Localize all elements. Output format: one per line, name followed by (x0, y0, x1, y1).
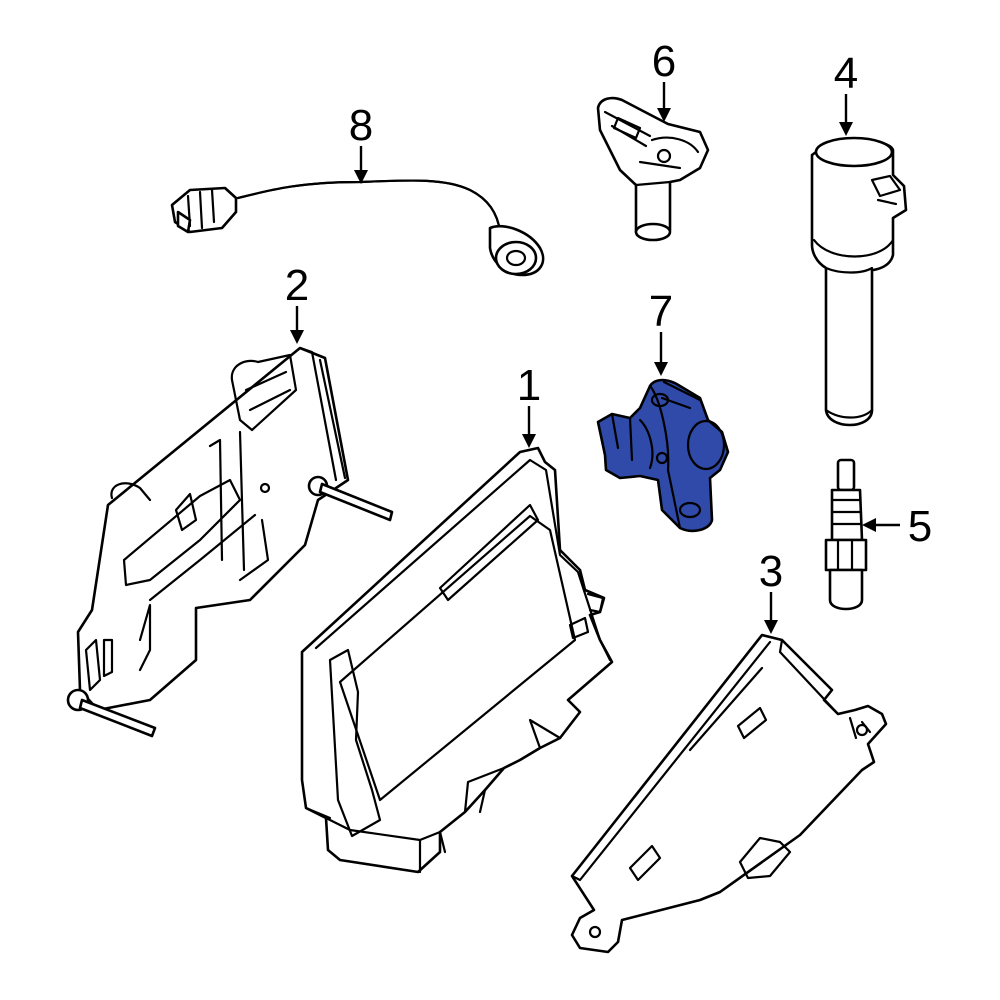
callout-5-label: 5 (908, 502, 932, 551)
part-3-control-module[interactable] (570, 633, 888, 954)
callout-7-arrowhead (654, 362, 668, 376)
callout-2-label: 2 (285, 261, 309, 310)
callout-8-arrowhead (354, 170, 368, 184)
callout-5-arrowhead (862, 518, 876, 532)
callout-1: 1 (517, 361, 541, 448)
callout-2-arrowhead (290, 330, 304, 344)
part-8-knock-sensor[interactable] (170, 179, 545, 277)
callout-4-label: 4 (834, 49, 858, 98)
callout-3-arrowhead (764, 620, 778, 634)
part-6-cam-sensor[interactable] (596, 96, 710, 242)
callout-8: 8 (349, 101, 373, 184)
callout-1-arrowhead (522, 434, 536, 448)
callout-4-arrowhead (839, 122, 853, 136)
callout-6-arrowhead (657, 108, 671, 122)
part-5-spark-plug[interactable] (824, 458, 868, 611)
callout-4: 4 (834, 49, 858, 136)
callout-5: 5 (862, 502, 932, 551)
part-2-bracket[interactable] (66, 346, 394, 738)
part-1-ecm[interactable] (300, 446, 614, 874)
callout-8-label: 8 (349, 101, 373, 150)
part-4-ignition-coil[interactable] (810, 136, 908, 427)
callout-7-label: 7 (649, 287, 673, 336)
callout-6: 6 (652, 37, 676, 122)
callout-7: 7 (649, 287, 673, 376)
callout-3-label: 3 (759, 547, 783, 596)
callout-2: 2 (285, 261, 309, 344)
callout-6-label: 6 (652, 37, 676, 86)
part-7-crank-sensor[interactable] (596, 378, 730, 533)
callout-1-label: 1 (517, 361, 541, 410)
callout-3: 3 (759, 547, 783, 634)
